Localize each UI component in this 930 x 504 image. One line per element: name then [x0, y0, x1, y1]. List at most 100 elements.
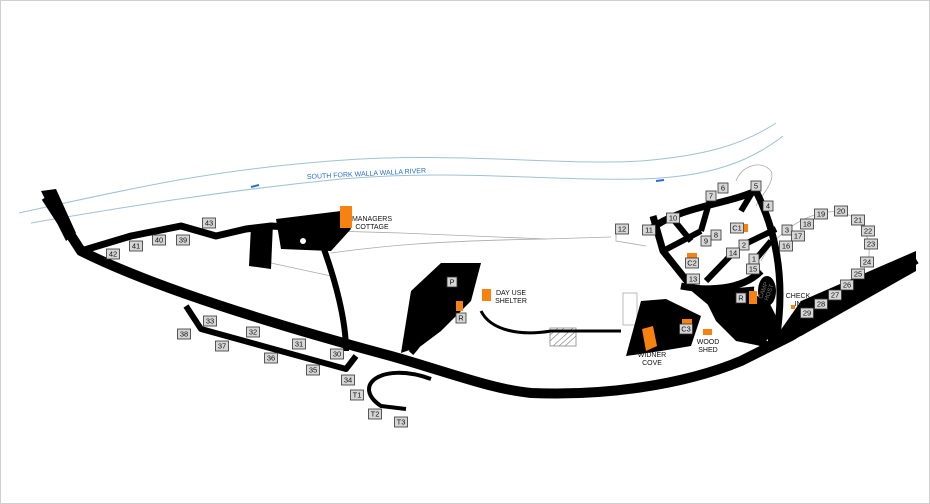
campsite-36[interactable]: 36: [264, 352, 278, 364]
restroom-building: [456, 301, 463, 311]
campsite-3[interactable]: 3: [781, 224, 793, 236]
campsite-label: 6: [721, 184, 725, 193]
campsite-label: 39: [179, 236, 187, 245]
campsite-c2[interactable]: C2: [685, 257, 699, 269]
campsite-label: 20: [837, 207, 845, 216]
campsite-label: 19: [817, 210, 825, 219]
widner-cove-building: [642, 326, 657, 351]
campsite-15[interactable]: 15: [746, 263, 760, 275]
check-in-building: [791, 305, 795, 309]
c3-building: [682, 319, 692, 326]
campsite-30[interactable]: 30: [330, 348, 344, 360]
campsite-r[interactable]: R: [455, 312, 467, 324]
campsite-label: 32: [249, 328, 257, 337]
campsite-26[interactable]: 26: [840, 279, 854, 291]
campsite-39[interactable]: 39: [176, 234, 190, 246]
campsite-label: 38: [180, 330, 188, 339]
campsite-21[interactable]: 21: [851, 214, 865, 226]
campsite-label: 8: [714, 231, 718, 240]
campsite-label: 15: [749, 265, 757, 274]
campsite-10[interactable]: 10: [666, 212, 680, 224]
campsite-label: 16: [782, 242, 790, 251]
campsite-2[interactable]: 2: [738, 239, 750, 251]
campsite-c1[interactable]: C1: [730, 222, 744, 234]
campsite-37[interactable]: 37: [215, 340, 229, 352]
campsite-c3[interactable]: C3: [679, 323, 693, 335]
campsite-41[interactable]: 41: [129, 240, 143, 252]
campsite-label: 31: [295, 340, 303, 349]
campsite-20[interactable]: 20: [834, 205, 848, 217]
campsite-label: 22: [864, 227, 872, 236]
campsite-label: 23: [867, 240, 875, 249]
campsite-label: C1: [732, 224, 742, 233]
campsite-label: 14: [729, 249, 737, 258]
campsite-t1[interactable]: T1: [350, 389, 364, 401]
campsite-27[interactable]: 27: [828, 289, 842, 301]
campsite-label: 43: [205, 219, 213, 228]
campsite-16[interactable]: 16: [779, 240, 793, 252]
river-label: SOUTH FORK WALLA WALLA RIVER: [307, 168, 426, 181]
campsite-6[interactable]: 6: [717, 182, 729, 194]
campsite-label: 37: [218, 342, 226, 351]
campsite-38[interactable]: 38: [177, 328, 191, 340]
wood-shed-building: [703, 329, 712, 335]
campsite-43[interactable]: 43: [202, 217, 216, 229]
campsite-4[interactable]: 4: [762, 200, 774, 212]
campsite-23[interactable]: 23: [864, 238, 878, 250]
campsite-7[interactable]: 7: [705, 190, 717, 202]
campsite-17[interactable]: 17: [791, 230, 805, 242]
campsite-label: T3: [397, 418, 406, 427]
campsite-label: 29: [803, 309, 811, 318]
campsite-label: 42: [109, 250, 117, 259]
campsite-12[interactable]: 12: [615, 223, 629, 235]
campsite-label: 30: [333, 350, 341, 359]
campsite-5[interactable]: 5: [750, 180, 762, 192]
campsite-35[interactable]: 35: [306, 364, 320, 376]
c1-building: [744, 224, 748, 232]
campsite-42[interactable]: 42: [106, 248, 120, 260]
campsite-9[interactable]: 9: [700, 235, 712, 247]
managers-cottage-building: [340, 206, 352, 228]
day-use-shelter-building: [482, 289, 491, 301]
campsite-25[interactable]: 25: [851, 268, 865, 280]
campsite-label: 27: [831, 291, 839, 300]
campsite-label: 34: [344, 376, 352, 385]
campsite-14[interactable]: 14: [726, 247, 740, 259]
campsite-label: 17: [794, 232, 802, 241]
campsite-t3[interactable]: T3: [394, 416, 408, 428]
campsite-29[interactable]: 29: [800, 307, 814, 319]
trails: [270, 164, 870, 347]
campsite-label: 9: [704, 237, 708, 246]
campsite-33[interactable]: 33: [203, 315, 217, 327]
campsite-label: 36: [267, 354, 275, 363]
campsite-11[interactable]: 11: [642, 224, 656, 236]
campsite-18[interactable]: 18: [800, 218, 814, 230]
campsite-13[interactable]: 13: [686, 273, 700, 285]
campsite-19[interactable]: 19: [814, 208, 828, 220]
campsite-34[interactable]: 34: [341, 374, 355, 386]
campsite-label: 12: [618, 225, 626, 234]
campsite-t2[interactable]: T2: [368, 408, 382, 420]
campsite-24[interactable]: 24: [860, 256, 874, 268]
campsite-label: C3: [681, 325, 691, 334]
campsite-1[interactable]: 1: [748, 253, 760, 265]
campsite-28[interactable]: 28: [814, 298, 828, 310]
campsite-r[interactable]: R: [735, 292, 747, 304]
campsite-label: 33: [206, 317, 214, 326]
campsite-label: 3: [785, 226, 789, 235]
campsite-8[interactable]: 8: [710, 229, 722, 241]
campsite-label: 5: [754, 182, 758, 191]
campsite-22[interactable]: 22: [861, 225, 875, 237]
campsite-32[interactable]: 32: [246, 326, 260, 338]
campsite-31[interactable]: 31: [292, 338, 306, 350]
campsite-label: 40: [155, 236, 163, 245]
camp-restroom-building: [749, 291, 757, 304]
campsite-label: 1: [752, 255, 756, 264]
campsite-40[interactable]: 40: [152, 234, 166, 246]
campsite-label: 35: [309, 366, 317, 375]
